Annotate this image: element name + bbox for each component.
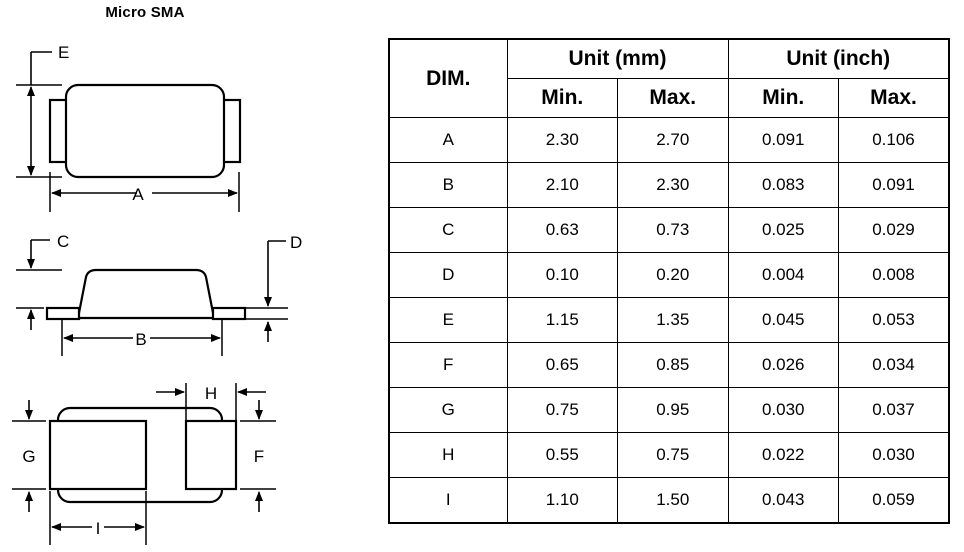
cell-inch-max: 0.008 [838, 252, 949, 298]
cell-inch-min: 0.043 [727, 477, 839, 524]
dimension-letter: B [389, 162, 508, 208]
top-view-body [64, 83, 226, 179]
cell-mm-max: 1.35 [617, 297, 729, 343]
cell-inch-min: 0.026 [727, 342, 839, 388]
column-header-dim: DIM. [389, 38, 508, 118]
side-view-right-lead [211, 306, 247, 321]
side-view: C D B [16, 232, 302, 356]
column-header-inch-max: Max. [838, 78, 949, 118]
cell-mm-min: 0.55 [506, 432, 618, 478]
cell-inch-min: 0.030 [727, 387, 839, 433]
dimension-label-c: C [57, 232, 69, 251]
cell-mm-max: 0.95 [617, 387, 729, 433]
cell-mm-max: 2.30 [617, 162, 729, 208]
column-header-inch-min: Min. [727, 78, 839, 118]
package-outline-drawings: E A C D B [0, 0, 380, 552]
cell-inch-max: 0.030 [838, 432, 949, 478]
cell-mm-min: 0.75 [506, 387, 618, 433]
table-header-row-minmax: Min. Max. Min. Max. [389, 78, 949, 118]
dimension-label-h: H [205, 384, 217, 403]
dimension-letter: G [389, 387, 508, 433]
cell-mm-min: 0.65 [506, 342, 618, 388]
cell-mm-min: 0.10 [506, 252, 618, 298]
dimension-label-i: I [96, 519, 101, 538]
cell-mm-max: 0.75 [617, 432, 729, 478]
cell-mm-min: 2.10 [506, 162, 618, 208]
cell-inch-min: 0.083 [727, 162, 839, 208]
dimension-letter: A [389, 117, 508, 163]
cell-mm-min: 1.10 [506, 477, 618, 524]
cell-mm-min: 0.63 [506, 207, 618, 253]
cell-inch-max: 0.037 [838, 387, 949, 433]
cell-mm-max: 0.85 [617, 342, 729, 388]
dimension-letter: I [389, 477, 508, 524]
cell-inch-min: 0.004 [727, 252, 839, 298]
dimension-label-e: E [58, 43, 69, 62]
cell-mm-max: 0.73 [617, 207, 729, 253]
bottom-view-small-pad [184, 419, 238, 491]
cell-inch-min: 0.025 [727, 207, 839, 253]
cell-inch-max: 0.091 [838, 162, 949, 208]
column-header-mm-min: Min. [507, 78, 618, 118]
cell-inch-max: 0.106 [838, 117, 949, 163]
cell-inch-min: 0.022 [727, 432, 839, 478]
dimensions-table: DIM. Unit (mm) Unit (inch) Min. Max. Min… [388, 38, 950, 524]
dimension-label-d: D [290, 233, 302, 252]
cell-mm-min: 2.30 [506, 117, 618, 163]
dimension-label-f: F [254, 447, 264, 466]
top-view: E A [16, 43, 242, 212]
side-view-body [76, 268, 216, 320]
cell-inch-min: 0.045 [727, 297, 839, 343]
cell-inch-max: 0.059 [838, 477, 949, 524]
page-title: Micro SMA [105, 4, 185, 21]
dimension-label-g: G [22, 447, 35, 466]
column-header-unit-inch: Unit (inch) [727, 38, 949, 79]
dimension-letter: E [389, 297, 508, 343]
dimension-letter: D [389, 252, 508, 298]
cell-inch-max: 0.053 [838, 297, 949, 343]
column-header-mm-max: Max. [617, 78, 729, 118]
dimension-letter: C [389, 207, 508, 253]
cell-mm-max: 1.50 [617, 477, 729, 524]
table-header-row-units: DIM. Unit (mm) Unit (inch) [389, 38, 949, 118]
cell-inch-min: 0.091 [727, 117, 839, 163]
column-header-unit-mm: Unit (mm) [506, 38, 729, 79]
table-header: DIM. Unit (mm) Unit (inch) Min. Max. Min… [389, 38, 949, 118]
drawing-canvas: E A C D B [12, 43, 302, 545]
bottom-view: G F H I [12, 383, 276, 545]
dimension-label-a: A [132, 185, 144, 204]
cell-inch-max: 0.034 [838, 342, 949, 388]
cell-mm-min: 1.15 [506, 297, 618, 343]
dimension-label-b: B [135, 330, 146, 349]
cell-mm-max: 0.20 [617, 252, 729, 298]
dimension-letter: F [389, 342, 508, 388]
bottom-view-large-pad [48, 419, 148, 491]
dimension-letter: H [389, 432, 508, 478]
cell-mm-max: 2.70 [617, 117, 729, 163]
cell-inch-max: 0.029 [838, 207, 949, 253]
side-view-left-lead [45, 306, 81, 321]
